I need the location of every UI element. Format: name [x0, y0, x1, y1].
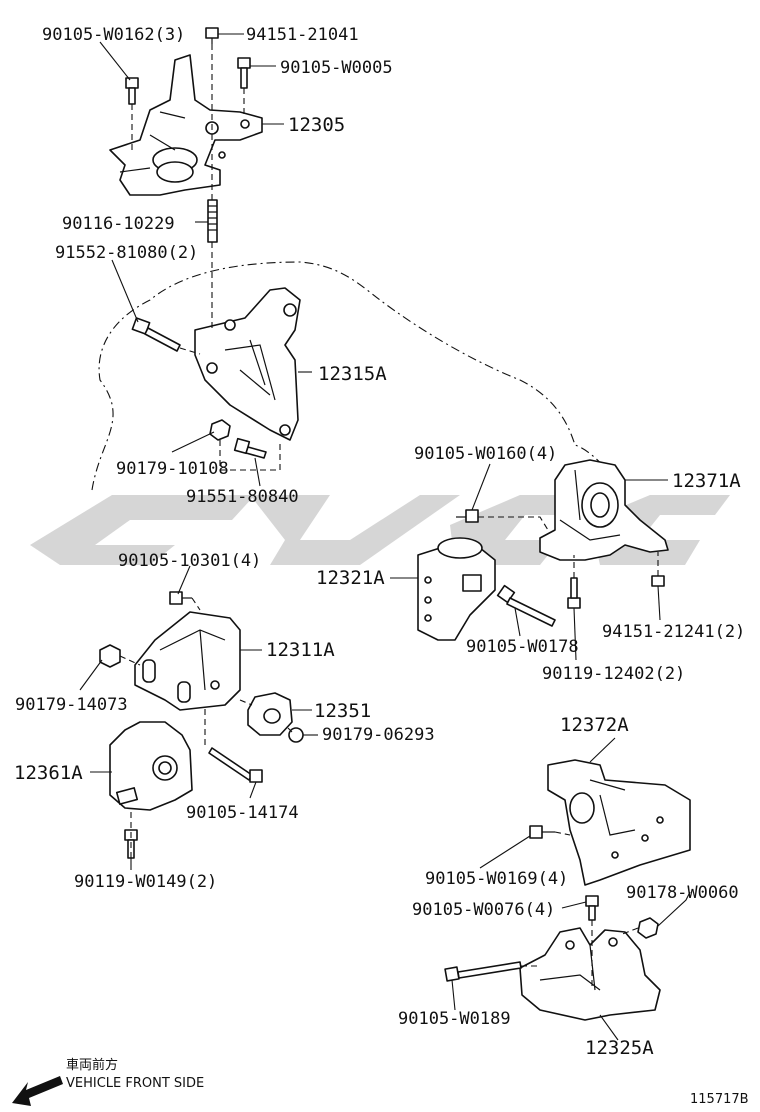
label-12371a: 12371A: [672, 470, 741, 492]
label-90119-w0149: 90119-W0149(2): [74, 872, 217, 892]
label-90105-w0005: 90105-W0005: [280, 58, 393, 78]
nut-90179-14073: [99, 644, 121, 668]
bolt-91552-81080: [131, 317, 181, 352]
label-94151-21241: 94151-21241(2): [602, 622, 745, 642]
label-90105-w0189: 90105-W0189: [398, 1009, 511, 1029]
bolt-90105-w0178: [496, 584, 556, 627]
engine-outline: [91, 261, 621, 491]
part-labels: 90105-W0162(3) 94151-21041 90105-W0005 1…: [14, 25, 745, 1059]
direction-label-en: VEHICLE FRONT SIDE: [66, 1076, 204, 1091]
nut-90179-10108: [209, 419, 231, 441]
direction-label-jp: 車両前方: [66, 1057, 118, 1073]
label-90105-w0178: 90105-W0178: [466, 637, 579, 657]
label-12361a: 12361A: [14, 762, 83, 784]
bolt-90105-10301: [169, 591, 192, 605]
part-12351-bushing: [247, 692, 293, 736]
label-90119-12402: 90119-12402(2): [542, 664, 685, 684]
bolt-90105-w0076: [585, 895, 599, 921]
bolt-90119-12402: [567, 577, 581, 609]
figure-id: 115717B: [690, 1092, 749, 1107]
label-12321a: 12321A: [316, 567, 385, 589]
label-90179-06293: 90179-06293: [322, 725, 435, 745]
bolt-90105-w0162: [125, 77, 139, 105]
label-12305: 12305: [288, 114, 345, 136]
part-12371a-mount: [539, 459, 669, 561]
bolt-91551-80840: [233, 437, 267, 459]
vehicle-front-indicator: 車両前方 VEHICLE FRONT SIDE: [12, 1057, 204, 1106]
bolt-90105-14174: [208, 747, 263, 783]
label-12325a: 12325A: [585, 1037, 654, 1059]
bolt-90105-w0160: [456, 509, 479, 523]
label-90116-10229: 90116-10229: [62, 214, 175, 234]
label-12351: 12351: [314, 700, 371, 722]
label-90105-w0160: 90105-W0160(4): [414, 444, 557, 464]
part-12315a-bracket: [194, 287, 301, 441]
bolt-90105-w0189: [444, 961, 522, 982]
front-arrow-icon: [12, 1076, 63, 1106]
label-90105-w0076: 90105-W0076(4): [412, 900, 555, 920]
leader-lines: [79, 33, 691, 1041]
part-12311a-bracket: [134, 611, 241, 711]
label-12311a: 12311A: [266, 639, 335, 661]
stud-90116-10229: [207, 199, 218, 243]
label-90179-14073: 90179-14073: [15, 695, 128, 715]
bolt-90105-w0005: [237, 57, 251, 89]
label-90105-14174: 90105-14174: [186, 803, 299, 823]
label-91552-81080: 91552-81080(2): [55, 243, 198, 263]
part-12325a-mount: [519, 927, 661, 1021]
nut-94151-21041: [205, 27, 219, 44]
label-90178-w0060: 90178-W0060: [626, 883, 739, 903]
nut-90178-w0060: [637, 917, 659, 939]
nut-90179-06293: [288, 727, 304, 743]
nut-94151-21241: [651, 575, 665, 587]
part-12361a-mount: [109, 721, 193, 811]
label-90105-10301: 90105-10301(4): [118, 551, 261, 571]
label-91551-80840: 91551-80840: [186, 487, 299, 507]
label-12372a: 12372A: [560, 714, 629, 736]
label-90179-10108: 90179-10108: [116, 459, 229, 479]
label-94151-21041: 94151-21041: [246, 25, 359, 45]
bolt-90105-w0169: [529, 825, 555, 839]
part-12305-assembly: [109, 54, 263, 196]
label-90105-w0162: 90105-W0162(3): [42, 25, 185, 45]
label-12315a: 12315A: [318, 363, 387, 385]
alignment-lines: [119, 44, 659, 990]
part-12321a-bracket: [417, 537, 496, 641]
label-90105-w0169: 90105-W0169(4): [425, 869, 568, 889]
part-12372a-bracket: [547, 759, 691, 886]
